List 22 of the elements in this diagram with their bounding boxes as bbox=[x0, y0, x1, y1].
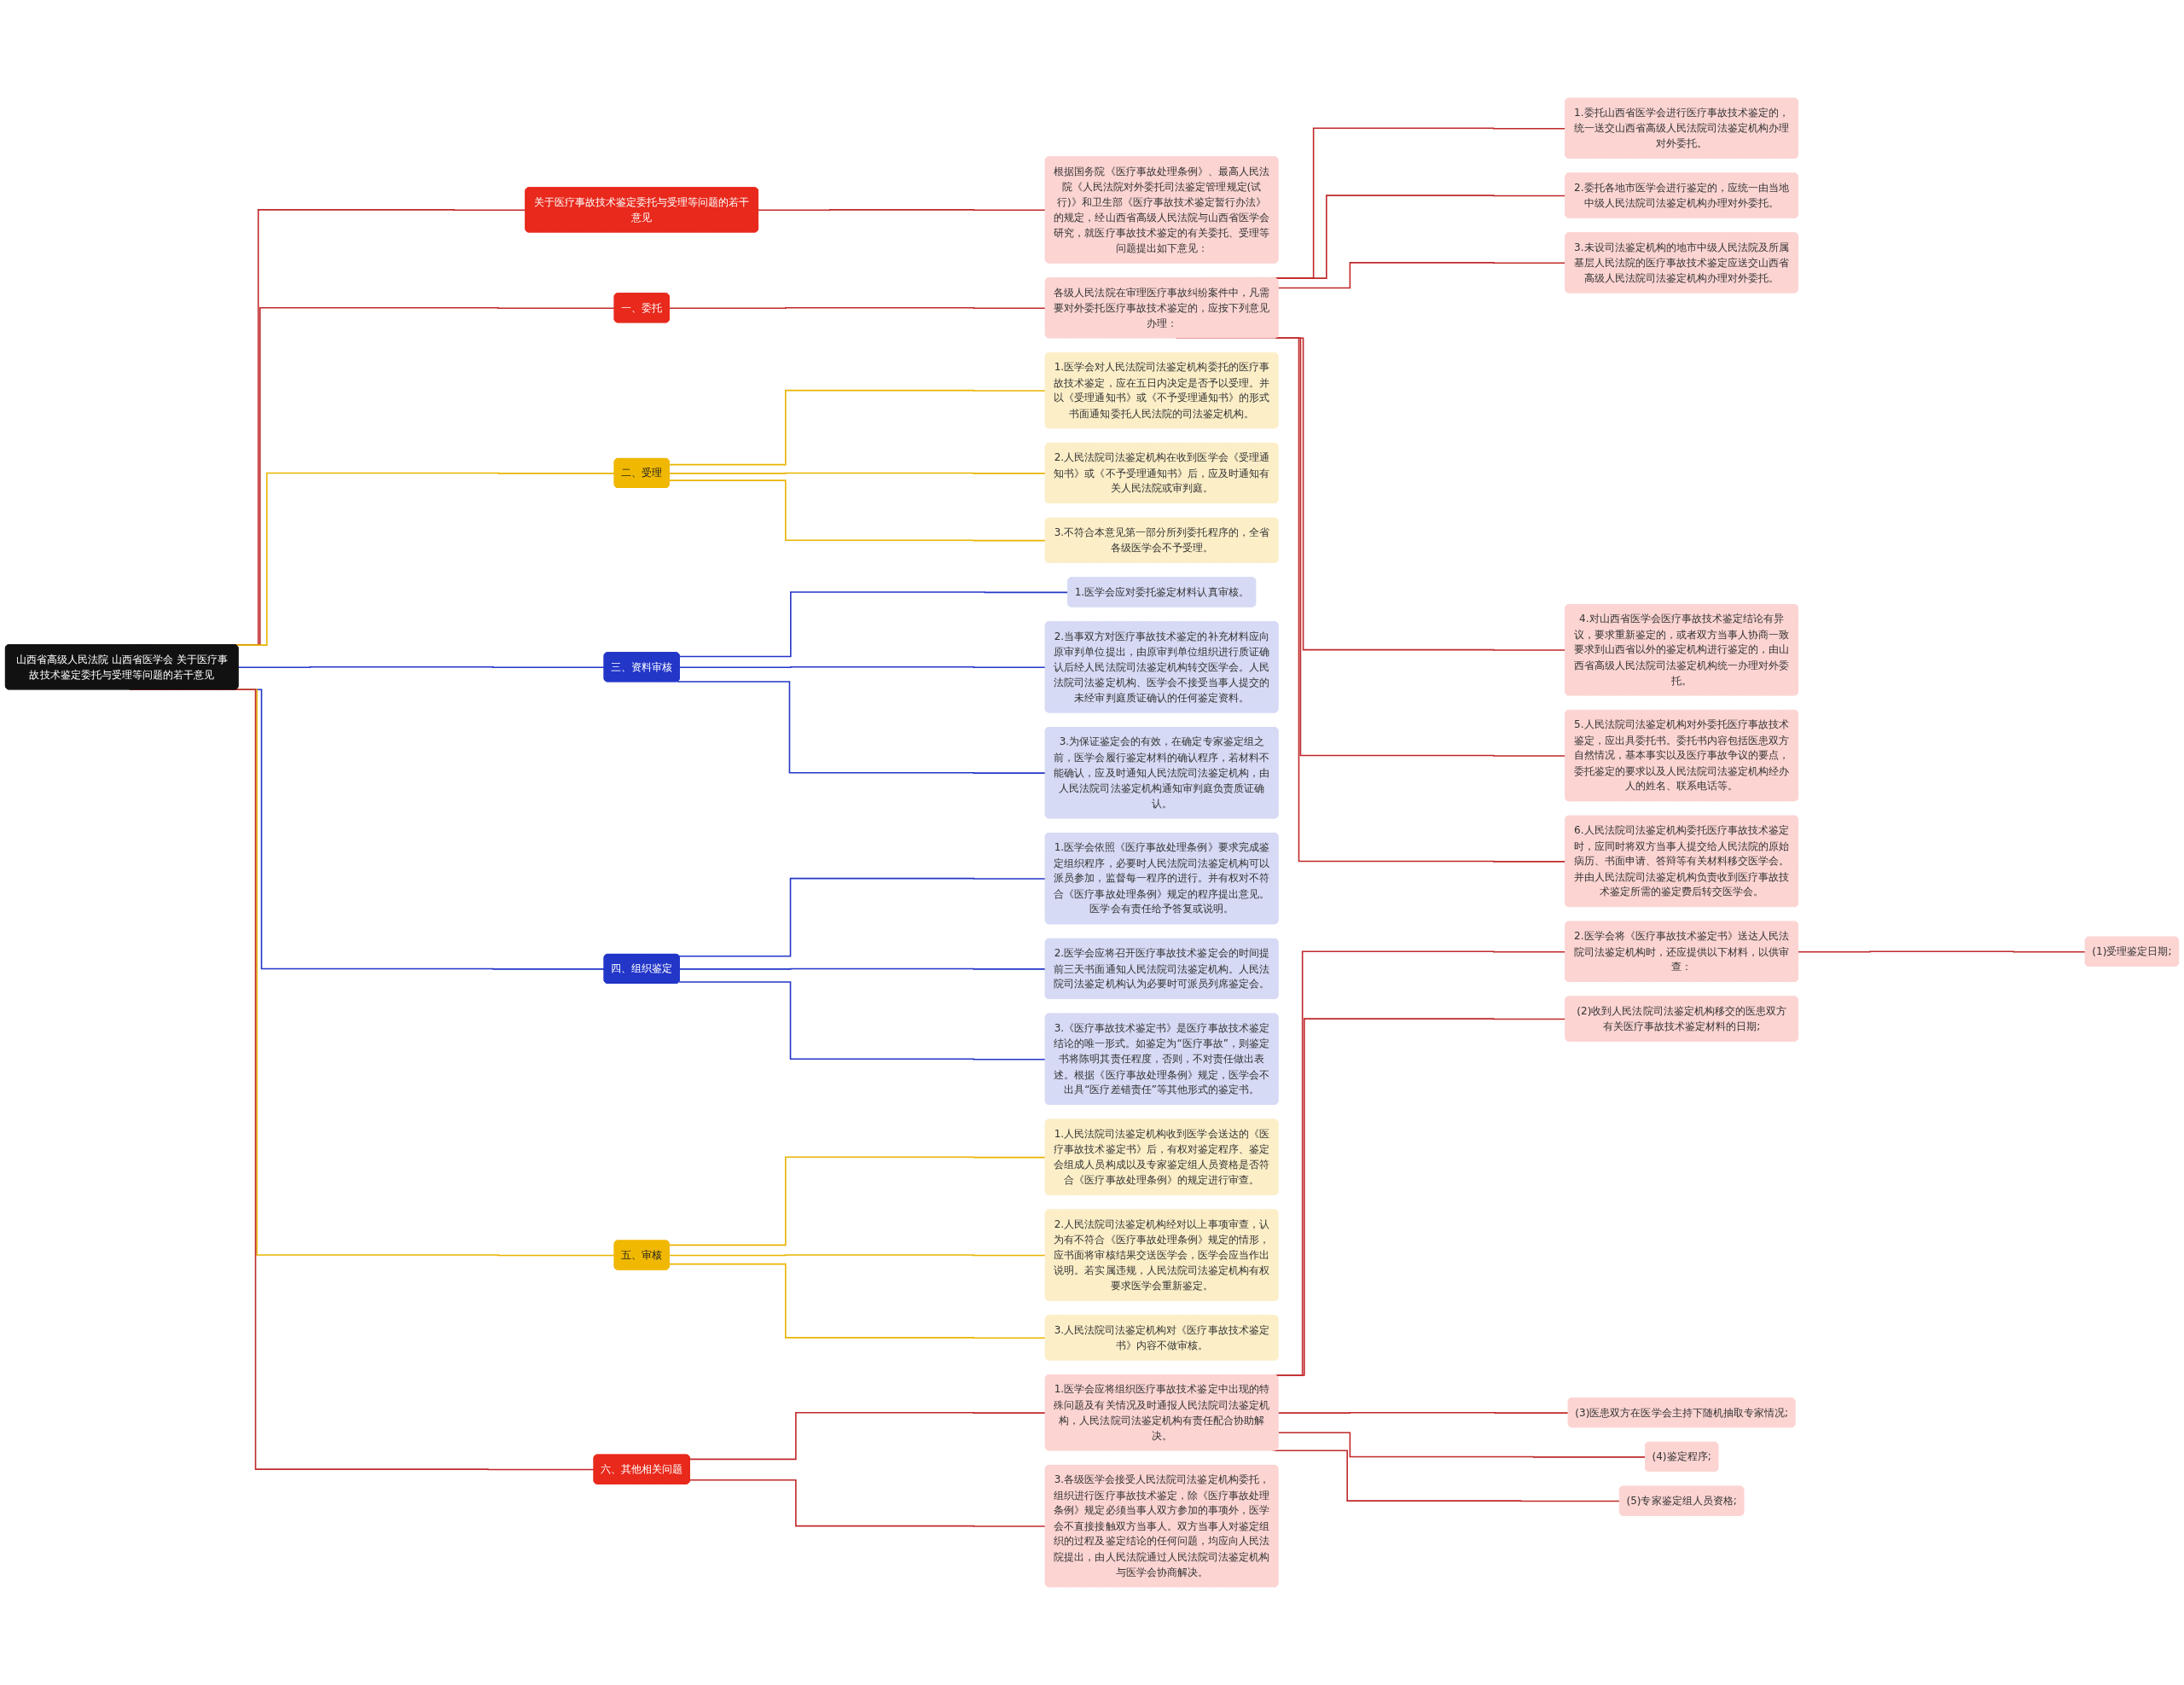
connector bbox=[668, 1156, 1047, 1246]
connector bbox=[1272, 1450, 1621, 1502]
connector bbox=[678, 877, 1047, 957]
connector bbox=[678, 666, 1047, 668]
connector bbox=[668, 479, 1047, 542]
connector bbox=[668, 1263, 1047, 1339]
connector bbox=[668, 472, 1047, 474]
connector bbox=[668, 307, 1047, 309]
connector bbox=[678, 981, 1047, 1060]
connector bbox=[237, 666, 606, 668]
connector bbox=[678, 591, 1069, 658]
connector bbox=[678, 967, 1047, 970]
connector bbox=[1798, 950, 2087, 953]
connector bbox=[688, 1479, 1047, 1527]
connector bbox=[1277, 262, 1566, 289]
connector bbox=[668, 389, 1047, 466]
connector bbox=[668, 1254, 1047, 1257]
connector bbox=[1277, 1411, 1570, 1414]
connector bbox=[1277, 1432, 1647, 1458]
connector bbox=[677, 681, 1047, 774]
connector bbox=[758, 209, 1047, 212]
connector bbox=[688, 1411, 1047, 1461]
